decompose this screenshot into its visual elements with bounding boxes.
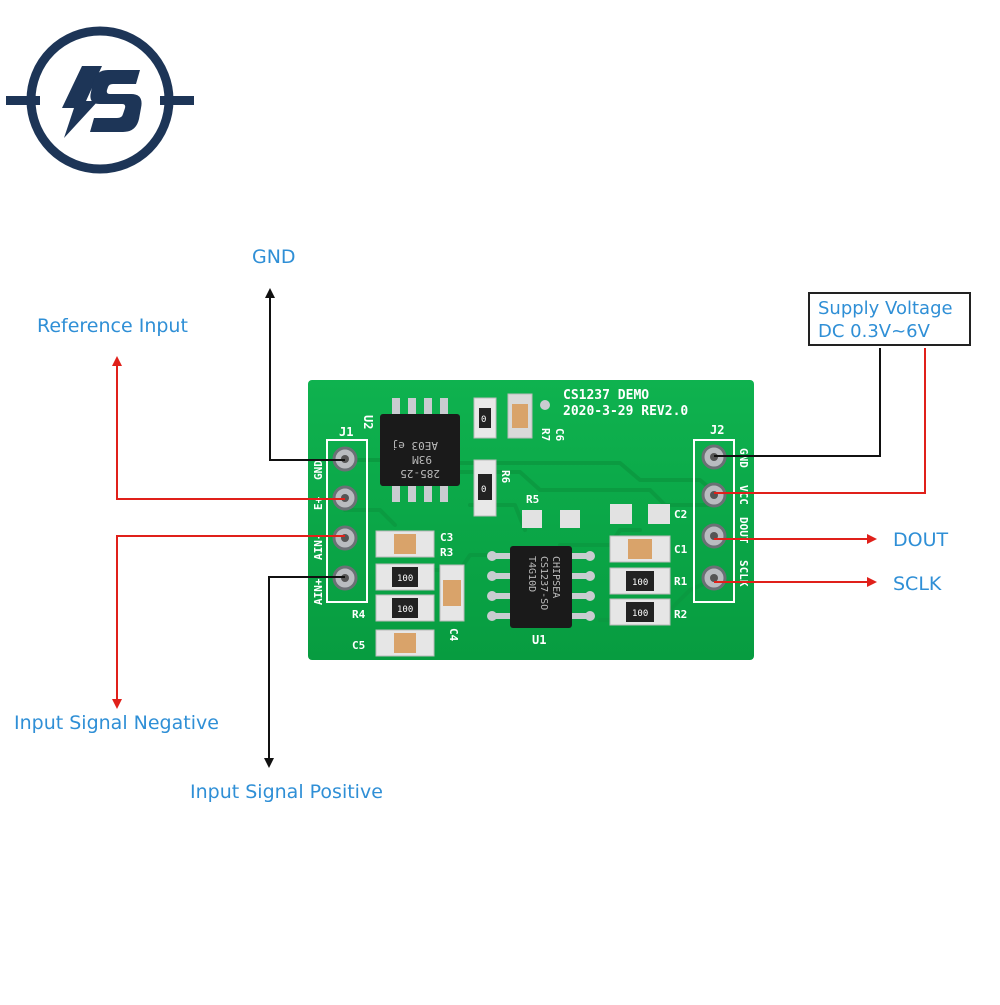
component-r1: 100 R1 <box>609 567 688 595</box>
r1-code: 100 <box>632 578 648 588</box>
arrow-input-signal-positive <box>264 576 345 768</box>
arrow-gnd <box>265 288 345 461</box>
component-c5: C5 <box>352 629 435 657</box>
u2-marking-3: 285-25 <box>400 467 440 480</box>
component-r3: 100 R3 <box>375 546 453 591</box>
r7-code: 0 <box>481 415 486 425</box>
j2-pin-label-gnd: GND <box>737 448 750 468</box>
u1-label: U1 <box>532 633 546 647</box>
component-c2: C2 <box>610 504 687 524</box>
label-supply-range: DC 0.3V~6V <box>818 321 930 342</box>
label-input-signal-positive: Input Signal Positive <box>190 781 383 803</box>
j2-pin-label-vcc: VCC <box>737 485 750 505</box>
label-r4: R4 <box>352 608 366 621</box>
j2-pin-label-sclk: SCLK <box>737 560 750 587</box>
label-gnd: GND <box>252 246 296 268</box>
r6-code: 0 <box>481 485 486 495</box>
u1-marking-1: CHIPSEA <box>550 556 561 598</box>
component-r2: 100 R2 <box>609 598 687 626</box>
lightning-s-logo-icon <box>6 26 194 174</box>
j1-pin-label-ain-plus: AIN+ <box>312 578 325 605</box>
line-supply-gnd <box>714 348 881 457</box>
component-r6: 0 R6 <box>473 459 512 517</box>
label-c1: C1 <box>674 543 688 556</box>
component-c3: C3 <box>375 530 453 558</box>
r3-code: 100 <box>397 574 413 584</box>
chip-u1: CHIPSEA CS1237-SO T4G10D U1 <box>487 546 595 647</box>
j2-pin-label-dout: DOUT <box>737 517 750 544</box>
arrow-reference-input <box>112 356 345 500</box>
line-supply-vcc <box>714 348 926 494</box>
u1-marking-3: T4G10D <box>526 556 537 592</box>
label-r1: R1 <box>674 575 688 588</box>
label-input-signal-negative: Input Signal Negative <box>14 712 219 734</box>
j2-header-label: J2 <box>710 423 724 437</box>
label-r3: R3 <box>440 546 453 559</box>
j1-pads <box>332 446 358 591</box>
board-title-line1: CS1237 DEMO <box>563 388 649 403</box>
label-c3: C3 <box>440 531 453 544</box>
j1-pin-label-gnd: GND <box>312 460 325 480</box>
label-c4: C4 <box>447 628 460 642</box>
u2-marking-1: AE03 ej <box>392 439 438 452</box>
u1-marking-2: CS1237-SO <box>538 556 549 610</box>
u2-label: U2 <box>361 415 375 429</box>
r2-code: 100 <box>632 609 648 619</box>
chip-u2: AE03 ej 93M 285-25 U2 <box>361 398 460 502</box>
label-r7: R7 <box>539 428 552 441</box>
label-r6: R6 <box>499 470 512 484</box>
r4-code: 100 <box>397 605 413 615</box>
j1-pin-label-ain-minus: AIN- <box>312 534 325 561</box>
label-supply-voltage: Supply Voltage <box>818 298 953 319</box>
component-c4: C4 <box>439 564 465 642</box>
label-c5: C5 <box>352 639 365 652</box>
j1-header-label: J1 <box>339 425 353 439</box>
component-r5: R5 <box>522 493 580 528</box>
label-reference-input: Reference Input <box>37 315 188 337</box>
component-r4: 100 R4 <box>352 594 435 622</box>
supply-voltage-box: Supply Voltage DC 0.3V~6V <box>808 292 971 346</box>
label-r5: R5 <box>526 493 539 506</box>
label-c6: C6 <box>553 428 566 442</box>
arrow-input-signal-negative <box>112 535 345 709</box>
component-c1: C1 <box>609 535 688 563</box>
label-sclk: SCLK <box>893 573 942 595</box>
label-c2: C2 <box>674 508 687 521</box>
label-r2: R2 <box>674 608 687 621</box>
board-title-line2: 2020-3-29 REV2.0 <box>563 404 688 419</box>
pcb-board: CS1237 DEMO 2020-3-29 REV2.0 J1 GND E+ A… <box>308 380 754 660</box>
u2-marking-2: 93M <box>412 453 432 466</box>
label-dout: DOUT <box>893 529 949 551</box>
component-r7-c6: 0 R7 C6 <box>473 393 566 442</box>
